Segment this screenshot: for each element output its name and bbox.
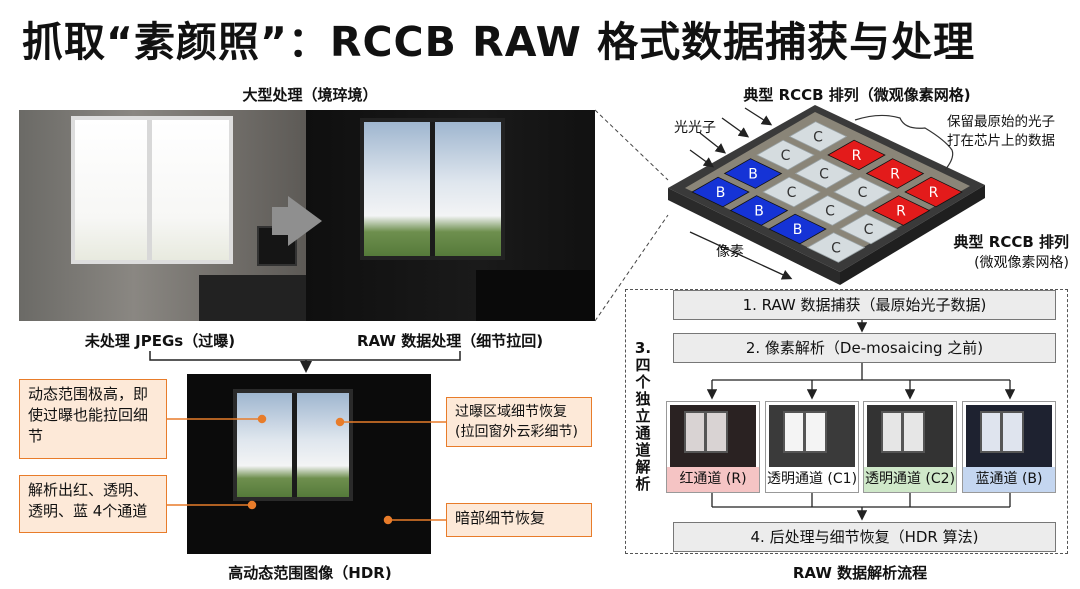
note-brace (854, 114, 954, 171)
sensor-cell-clear (806, 232, 866, 263)
callout-leaders (167, 414, 446, 525)
desk-shape (476, 270, 595, 321)
sensor-cell-letter: R (896, 204, 906, 220)
sensor-note-line2: 打在芯片上的数据 (947, 133, 1055, 149)
raw-processed-photo (306, 110, 595, 321)
flow-step-4: 4. 后处理与细节恢复（HDR 算法) (673, 522, 1056, 552)
overexposed-photo (19, 110, 306, 321)
sensor-cell-letter: C (781, 148, 791, 164)
sensor-cell-letter: C (787, 185, 797, 201)
sensor-cell-clear (756, 139, 815, 171)
zoom-lines (594, 109, 669, 322)
sensor-heading: 典型 RCCB 排列（微观像素网格) (743, 86, 971, 104)
sensor-cell-blue (723, 158, 783, 189)
channel-blue-thumbnail (966, 405, 1052, 467)
sensor-side-label: 典型 RCCB 排列 (微观像素网格) (933, 231, 1069, 272)
sensor-cell-letter: R (929, 185, 939, 201)
process-arrow-tail (272, 207, 290, 235)
sensor-cell-clear (788, 121, 848, 152)
pixel-label: 像素 (716, 244, 744, 260)
raw-window (360, 118, 505, 260)
sensor-cell-clear (839, 213, 898, 245)
channel-clear-1-label: 透明通道 (C1) (766, 467, 858, 492)
channel-clear-2: 透明通道 (C2) (863, 401, 957, 493)
sensor-cell-letter: C (825, 204, 835, 220)
sensor-cell-blue (691, 176, 750, 208)
sensor-cell-letter: R (890, 167, 900, 183)
sensor-cell-blue (768, 213, 827, 245)
process-arrow-icon (288, 196, 322, 246)
sensor-note: 保留最原始的光子 打在芯片上的数据 (947, 113, 1055, 151)
channel-red-thumbnail (670, 405, 756, 467)
sensor-side-label-2: (微观像素网格) (974, 255, 1069, 271)
merge-connector (149, 351, 461, 373)
sensor-cell-red (827, 139, 886, 171)
callout-shadow-recovery: 暗部细节恢复 (446, 503, 592, 537)
sensor-cell-clear (833, 176, 892, 208)
callout-highlight-line1: 过曝区域细节恢复 (455, 404, 567, 420)
sensor-cell-red (904, 176, 963, 208)
desk-shape (199, 275, 306, 321)
channel-blue-label: 蓝通道 (B) (963, 467, 1055, 492)
sensor-cell-letter: B (793, 222, 803, 238)
sensor-grid: C C B B R C C B R C C B R R C C (691, 121, 963, 263)
comparison-heading: 大型处理（境琗境） (242, 86, 378, 104)
flow-vertical-label: 3.四个独立通道解析 (634, 339, 652, 493)
sensor-cell-red (871, 195, 931, 226)
channel-clear-1-thumbnail (769, 405, 855, 467)
caption-hdr: 高动态范围图像（HDR) (228, 564, 392, 582)
channel-red-label: 红通道 (R) (667, 467, 759, 492)
callout-four-channels: 解析出红、透明、透明、蓝 4个通道 (19, 475, 167, 533)
sensor-cell-clear (794, 158, 854, 189)
sensor-cell-letter: R (852, 148, 862, 164)
sensor-cell-letter: C (858, 185, 868, 201)
sensor-cell-clear (800, 195, 860, 226)
photon-label: 光光子 (674, 120, 716, 136)
caption-unprocessed: 未处理 JPEGs（过曝) (84, 332, 236, 350)
channel-clear-2-label: 透明通道 (C2) (864, 467, 956, 492)
sensor-cell-clear (762, 176, 821, 208)
channel-clear-1: 透明通道 (C1) (765, 401, 859, 493)
pixel-arrow (689, 231, 793, 280)
sensor-cell-letter: C (831, 241, 841, 257)
sensor-side-label-1: 典型 RCCB 排列 (953, 233, 1069, 251)
callout-dynamic-range: 动态范围极高，即使过曝也能拉回细节 (19, 379, 167, 459)
flow-connectors (706, 319, 1016, 521)
flow-footer: RAW 数据解析流程 (792, 564, 928, 582)
channel-red: 红通道 (R) (666, 401, 760, 493)
flow-container (625, 289, 1068, 554)
sensor-cell-letter: B (716, 185, 726, 201)
sensor-cell-red (865, 158, 925, 189)
caption-raw: RAW 数据处理（细节拉回) (356, 332, 544, 350)
overexposed-window (71, 116, 233, 264)
sensor-cell-letter: C (813, 130, 823, 146)
sensor-note-line1: 保留最原始的光子 (947, 114, 1055, 130)
photon-arrows (689, 107, 773, 168)
page-title: 抓取“素颜照”：RCCB RAW 格式数据捕获与处理 (22, 18, 976, 66)
sensor-cell-letter: C (819, 167, 829, 183)
sensor-cell-letter: B (748, 167, 758, 183)
flow-step-1: 1. RAW 数据捕获（最原始光子数据) (673, 290, 1056, 320)
callout-highlight-recovery: 过曝区域细节恢复 (拉回窗外云彩细节) (446, 397, 592, 447)
flow-step-2: 2. 像素解析（De-mosaicing 之前) (673, 333, 1056, 363)
hdr-photo (187, 374, 431, 554)
sensor-cell-blue (729, 195, 789, 226)
sensor-cell-letter: C (864, 222, 874, 238)
channel-clear-2-thumbnail (867, 405, 953, 467)
callout-highlight-line2: (拉回窗外云彩细节) (455, 424, 578, 440)
hdr-window (233, 389, 353, 501)
channel-blue: 蓝通道 (B) (962, 401, 1056, 493)
sensor-cell-letter: B (754, 204, 764, 220)
